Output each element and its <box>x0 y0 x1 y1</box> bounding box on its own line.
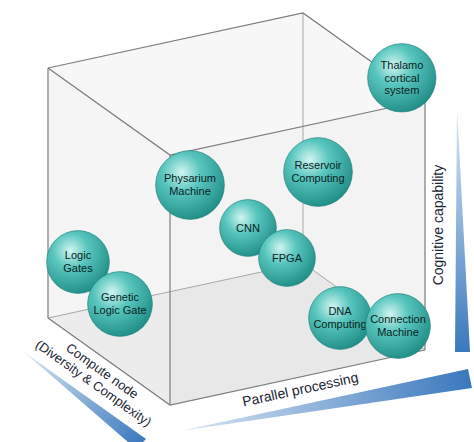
node-label: CNN <box>228 222 268 235</box>
sphere-text-block: FPGA <box>267 252 307 265</box>
node-label: DNA Computing <box>312 305 368 330</box>
sphere-node: Connection Machine <box>365 293 431 359</box>
node-label: FPGA <box>267 252 307 265</box>
node-label: Connection Machine <box>369 313 427 338</box>
node-label: Reservoir Computing <box>288 159 348 184</box>
sphere-node: DNA Computing <box>308 286 372 350</box>
axis-wedge <box>455 108 470 352</box>
axis-label: Cognitive capability <box>430 165 446 286</box>
sphere <box>259 230 316 287</box>
sphere-node: Reservoir Computing <box>283 137 353 207</box>
sphere-text-block: Genetic Logic Gate <box>92 291 148 316</box>
sphere <box>368 44 436 112</box>
sphere-text-block: Physarium Machine <box>161 172 219 197</box>
sphere-text-block: Reservoir Computing <box>288 159 348 184</box>
sphere-node: Thalamo cortical system <box>367 43 437 113</box>
sphere-text-block: Logic Gates <box>50 249 106 274</box>
sphere-node: Genetic Logic Gate <box>87 271 153 337</box>
sphere-text-block: DNA Computing <box>312 305 368 330</box>
sphere <box>366 294 431 359</box>
sphere-text-block: Thalamo cortical system <box>374 59 430 97</box>
sphere <box>284 138 353 207</box>
cube-edge <box>47 68 48 318</box>
axis-wedge <box>180 369 472 431</box>
sphere <box>88 272 153 337</box>
sphere-text-block: Connection Machine <box>369 313 427 338</box>
axis-label: Parallel processing <box>241 369 360 410</box>
node-label: Physarium Machine <box>161 172 219 197</box>
node-label: Logic Gates <box>50 249 106 274</box>
cube-edge <box>303 13 304 263</box>
sphere <box>309 287 372 350</box>
node-label: Thalamo cortical system <box>374 59 430 97</box>
sphere-node: Physarium Machine <box>155 150 225 220</box>
sphere <box>156 151 225 220</box>
node-label: Genetic Logic Gate <box>92 291 148 316</box>
sphere-node: FPGA <box>258 229 316 287</box>
cube-edge <box>48 13 425 100</box>
cube-right-face <box>170 100 425 405</box>
axis-label: Compute node (Diversity & Complexity) <box>32 325 163 431</box>
sphere-text-block: CNN <box>228 222 268 235</box>
